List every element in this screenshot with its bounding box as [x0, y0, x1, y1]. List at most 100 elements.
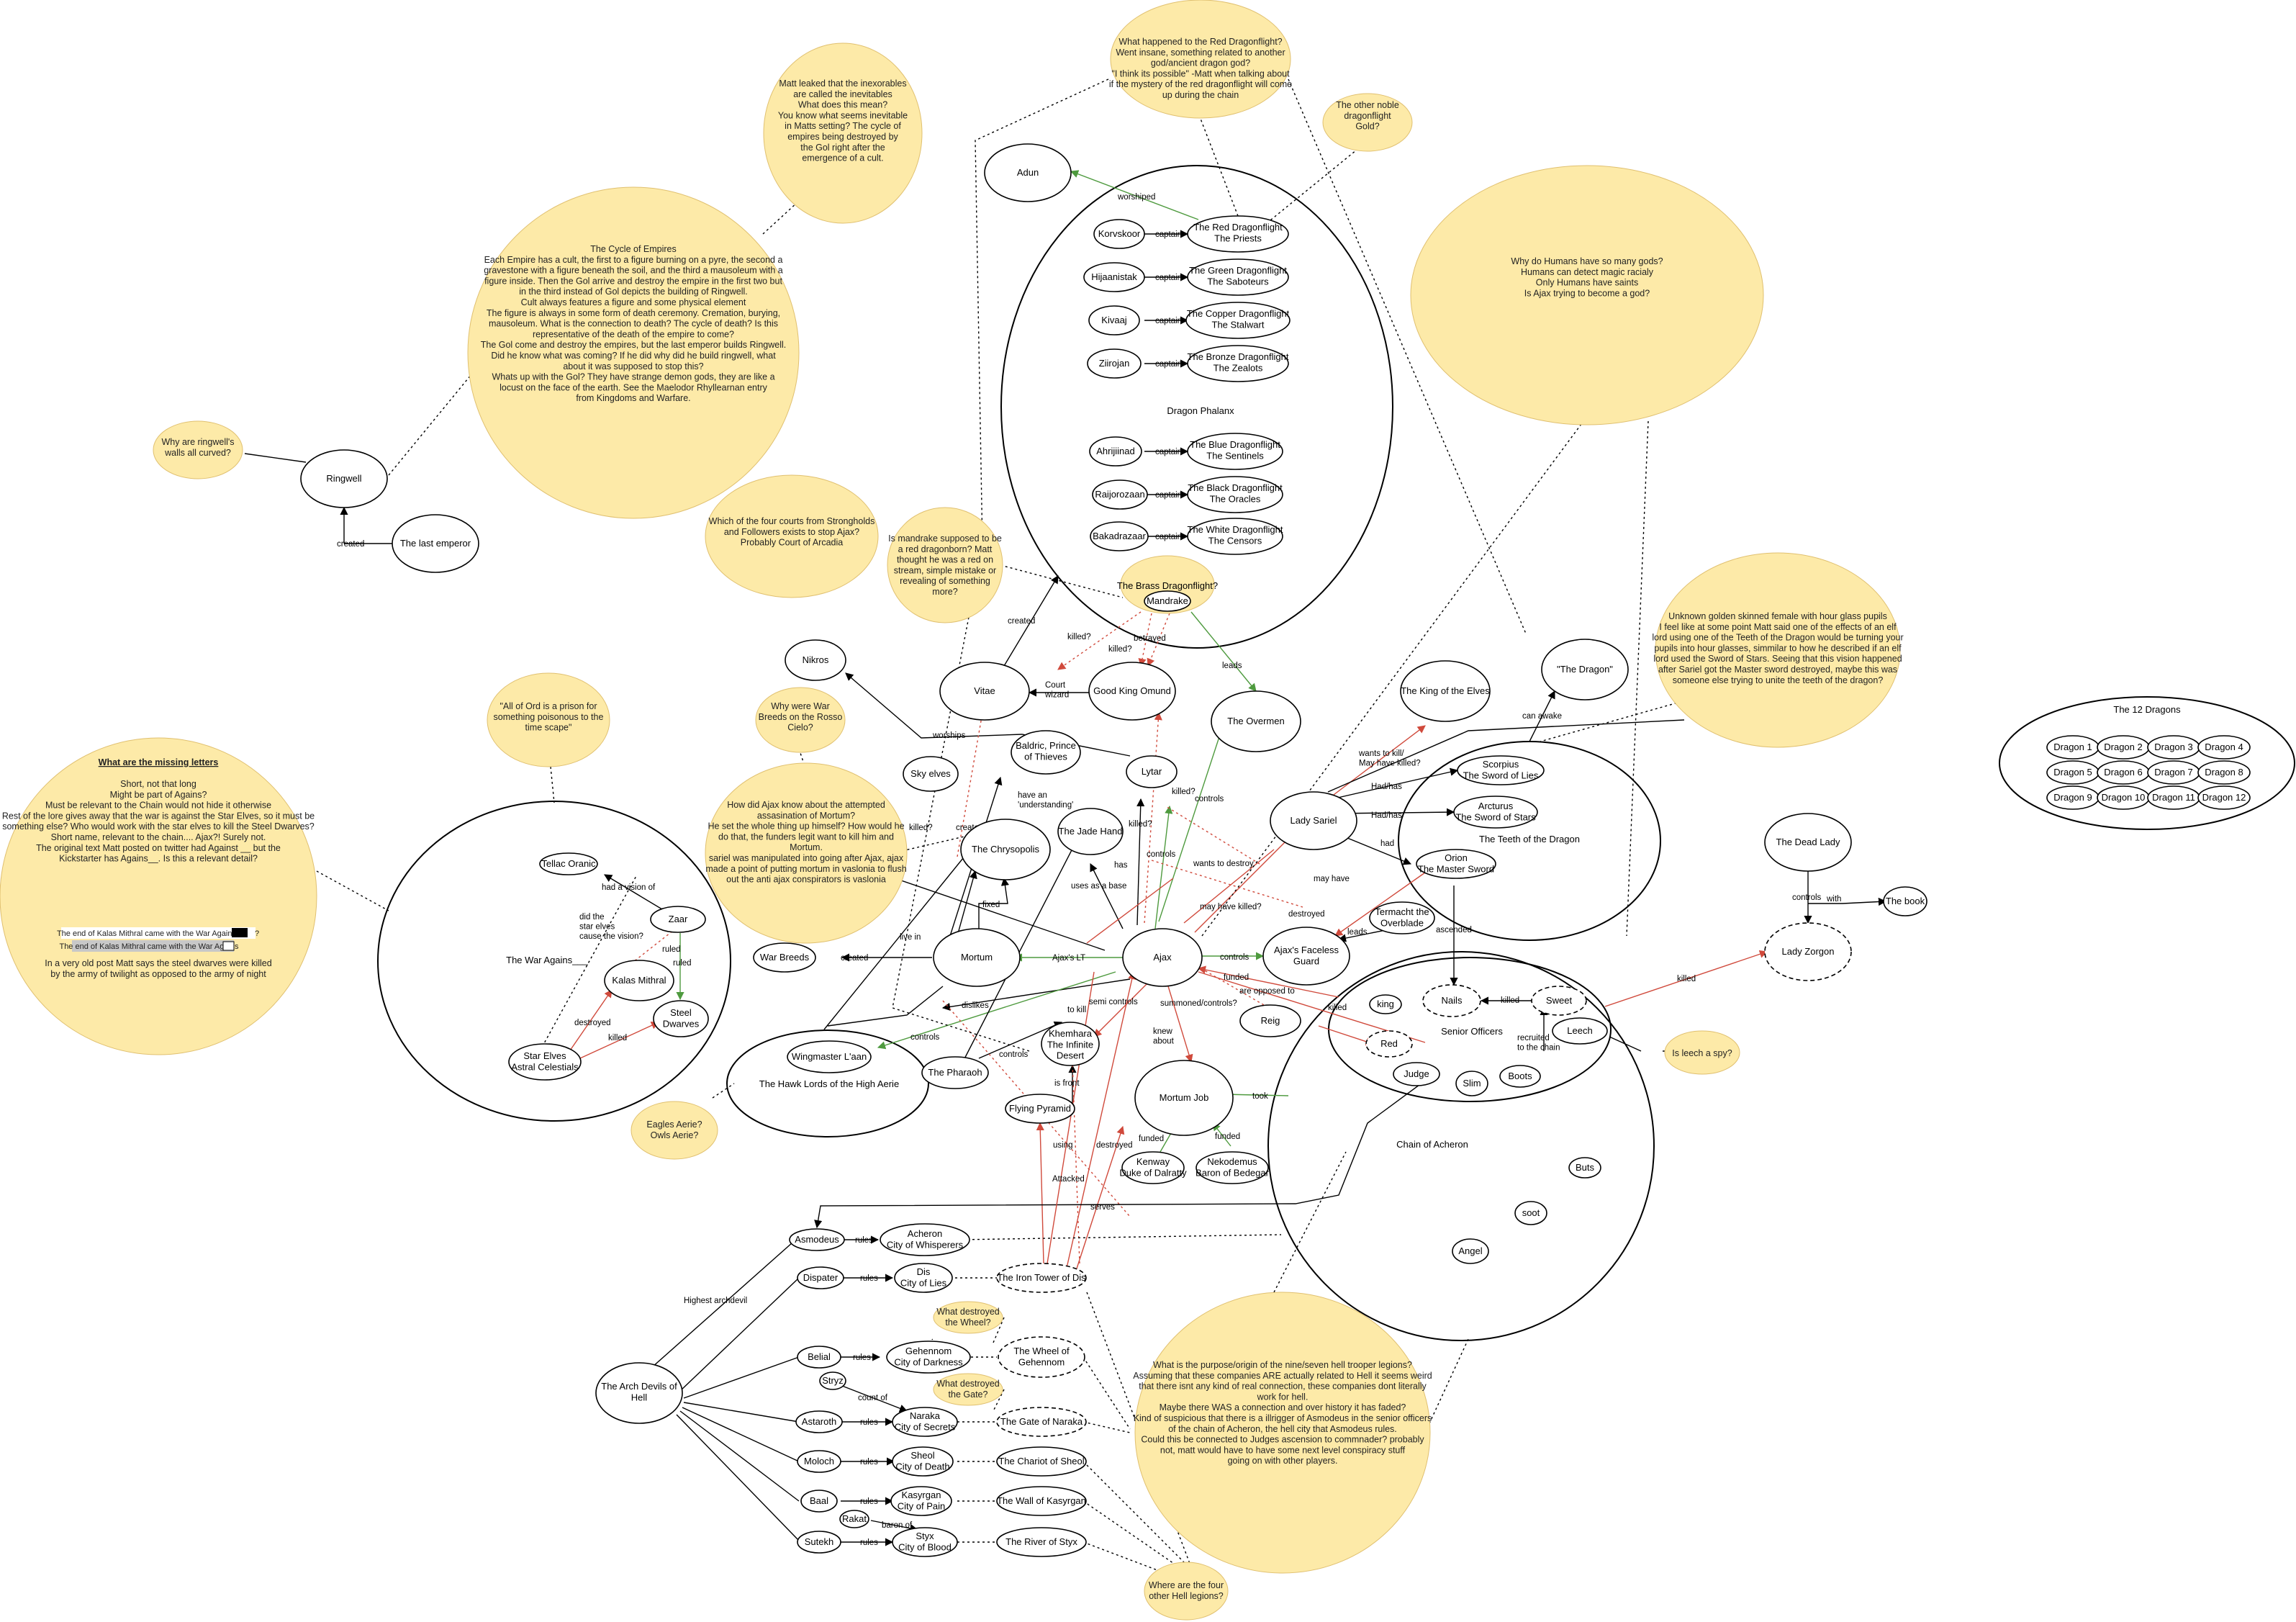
edge-label-highest-archdevil: Highest archdevil: [684, 1297, 747, 1305]
node-king: king: [1377, 999, 1394, 1009]
node-sweet: Sweet: [1546, 995, 1573, 1006]
edge-label-is-front: is front: [1054, 1079, 1080, 1088]
edge-label-captain: captain: [1155, 317, 1182, 325]
teeth-of-dragon-label: The Teeth of the Dragon: [1479, 834, 1580, 844]
node-kivaaj: Kivaaj: [1101, 315, 1127, 325]
dragon-label: Dragon 2: [2104, 742, 2142, 752]
edges: [244, 78, 1887, 1581]
node-buts: Buts: [1576, 1162, 1595, 1173]
edge-label-baron-of: baron of: [882, 1521, 913, 1530]
node-chrysopolis: The Chrysopolis: [972, 844, 1039, 855]
note-red-dragonflight: What happened to the Red Dragonflight?We…: [1109, 37, 1292, 100]
node-wingmaster: Wingmaster L'aan: [792, 1051, 867, 1062]
note-missing-letters-end: In a very old post Matt says the steel d…: [45, 958, 271, 979]
node-pharaoh: The Pharaoh: [928, 1067, 982, 1078]
node-sutekh: Sutekh: [805, 1536, 833, 1547]
edge-label-attacked: Attacked: [1052, 1175, 1085, 1184]
node-asmodeus: Asmodeus: [795, 1234, 839, 1245]
edge-label-leads: leads: [1347, 928, 1368, 937]
edge-label-leads: leads: [1222, 662, 1242, 670]
edge-label-may-have-killed: may have killed?: [1200, 903, 1262, 911]
dragon-label: Dragon 3: [2154, 742, 2192, 752]
dragon-label: Dragon 5: [2053, 767, 2092, 778]
node-red: Red: [1380, 1038, 1398, 1049]
node-dispater: Dispater: [803, 1272, 839, 1283]
dragon-phalanx-label: Dragon Phalanx: [1167, 405, 1234, 416]
node-nikros: Nikros: [803, 654, 829, 665]
edge-label-dislikes: dislikes: [962, 1001, 989, 1010]
dragon-label: Dragon 7: [2154, 767, 2192, 778]
edge-label-captain: captain: [1155, 491, 1182, 500]
edge-label-created: created: [1008, 617, 1035, 626]
node-iron-tower: The Iron Tower of Dis: [997, 1272, 1086, 1283]
note-golden-female: Unknown golden skinned female with hour …: [1652, 611, 1903, 685]
node-leech: Leech: [1567, 1025, 1592, 1036]
node-ringwell: Ringwell: [326, 473, 361, 484]
edge-label-captain: captain: [1155, 448, 1182, 456]
war-agains-group: [377, 801, 731, 1122]
node-chariot-sheol: The Chariot of Sheol: [998, 1456, 1084, 1466]
dragon-label: Dragon 6: [2104, 767, 2142, 778]
edge-label-has: has: [1114, 861, 1128, 870]
edge-label-killed-q: killed?: [1067, 633, 1091, 641]
node-bakadrazaar: Bakadrazaar: [1093, 531, 1146, 541]
node-stryz: Stryz: [822, 1375, 844, 1386]
edge-label-killed-q: killed?: [1172, 788, 1196, 796]
chain-of-acheron-group: [1267, 951, 1655, 1341]
node-korvskoor: Korvskoor: [1098, 228, 1141, 239]
node-lady-zorgon: Lady Zorgon: [1782, 946, 1835, 957]
node-angel: Angel: [1458, 1245, 1482, 1256]
dragon-label: Dragon 8: [2205, 767, 2243, 778]
war-agains-label: The War Agains___: [506, 955, 588, 965]
edge-label-ascended: ascended: [1436, 926, 1472, 934]
edge-label-worships: worships: [932, 731, 966, 740]
dragon-node: [2197, 785, 2251, 810]
edge-label-killed: killed: [1328, 1004, 1347, 1012]
edge-label-controls: controls: [910, 1033, 940, 1042]
edge-label-controls: controls: [1195, 795, 1224, 803]
dragon-label: Dragon 4: [2205, 742, 2243, 752]
edge-label-captain: captain: [1155, 533, 1182, 541]
edge-label-fixed: fixed: [982, 901, 1000, 909]
node-slim: Slim: [1463, 1078, 1481, 1089]
edge-label-rules: rules: [860, 1274, 878, 1283]
node-soot: soot: [1522, 1207, 1540, 1218]
edge-label-semi-controls: semi controls: [1089, 998, 1138, 1006]
hawk-lords-group: [726, 1029, 929, 1137]
edge-label-using: using: [1053, 1141, 1073, 1150]
node-lady-sariel: Lady Sariel: [1290, 815, 1337, 826]
edge-label-rules: rules: [860, 1497, 878, 1506]
node-tellac: Tellac Oranic: [541, 858, 596, 869]
edge-label-wants-destroy: wants to destroy: [1193, 860, 1254, 868]
dragon-label: Dragon 10: [2102, 792, 2146, 803]
node-boots: Boots: [1508, 1071, 1532, 1081]
node-adun: Adun: [1017, 167, 1039, 178]
node-river-styx: The River of Styx: [1005, 1536, 1077, 1547]
note-humans-gods: Why do Humans have so many gods?Humans c…: [1511, 256, 1663, 298]
edge-label-summoned: summoned/controls?: [1160, 999, 1237, 1008]
node-ziirojan: Ziirojan: [1099, 358, 1130, 369]
note-tweet-2: The end of Kalas Mithral came with the W…: [59, 942, 239, 951]
edge-label-live-in: live in: [900, 933, 921, 942]
edge-label-had: had: [1380, 839, 1394, 848]
note-eagles-aerie: Eagles Aerie?Owls Aerie?: [646, 1119, 702, 1140]
